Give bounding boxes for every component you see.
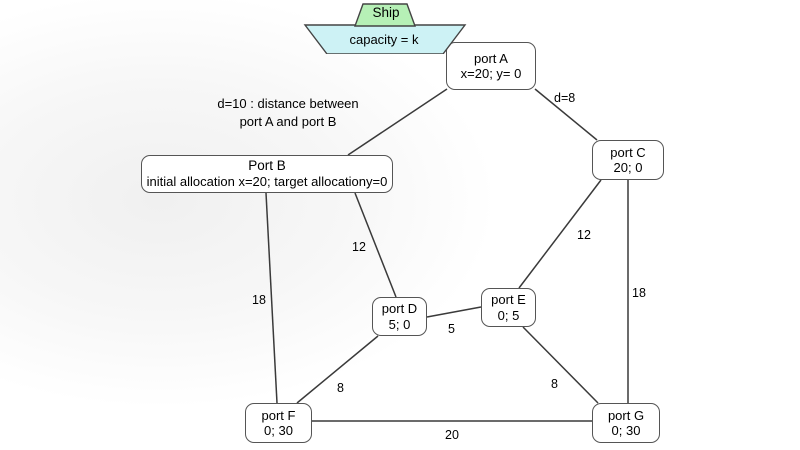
node-port-b-name: Port B — [248, 158, 286, 174]
edge-d-f — [296, 335, 379, 404]
edge-label-b-f: 18 — [252, 293, 266, 307]
edge-d-e — [426, 306, 482, 318]
node-port-c[interactable]: port C 20; 0 — [592, 140, 664, 180]
edge-label-d-e: 5 — [448, 322, 455, 336]
node-port-d[interactable]: port D 5; 0 — [372, 297, 427, 336]
node-port-d-name: port D — [381, 301, 418, 317]
node-port-a-values: x=20; y= 0 — [460, 66, 522, 81]
node-port-c-name: port C — [610, 144, 646, 160]
node-port-f-name: port F — [261, 407, 296, 423]
node-port-d-values: 5; 0 — [388, 316, 411, 332]
node-port-e[interactable]: port E 0; 5 — [481, 288, 536, 327]
edge-c-e — [518, 179, 602, 289]
node-port-f[interactable]: port F 0; 30 — [245, 403, 312, 443]
node-port-e-values: 0; 5 — [497, 307, 520, 323]
ship-icon — [303, 3, 467, 54]
node-port-b[interactable]: Port B initial allocation x=20; target a… — [141, 155, 393, 193]
distance-annotation: d=10 : distance between port A and port … — [188, 95, 388, 130]
distance-annotation-line1: d=10 : distance between — [217, 96, 359, 111]
node-port-b-values: initial allocation x=20; target allocati… — [146, 174, 388, 190]
edge-label-d-f: 8 — [337, 381, 344, 395]
edge-label-f-g: 20 — [445, 428, 459, 442]
node-port-e-name: port E — [491, 292, 526, 308]
edge-b-d — [354, 192, 397, 298]
edge-label-e-g: 8 — [551, 377, 558, 391]
edge-label-b-d: 12 — [352, 240, 366, 254]
ship-name-label: Ship — [372, 5, 400, 20]
edge-label-c-e: 12 — [577, 228, 591, 242]
node-port-f-values: 0; 30 — [264, 423, 293, 438]
node-port-g-name: port G — [607, 407, 645, 423]
edge-label-c-g: 18 — [632, 286, 646, 300]
distance-annotation-line2: port A and port B — [239, 113, 337, 129]
edge-a-c — [534, 88, 598, 141]
edge-e-g — [522, 326, 599, 404]
edge-b-f — [265, 192, 278, 404]
node-port-g-values: 0; 30 — [611, 423, 641, 438]
ship-flag — [354, 3, 416, 27]
ship-capacity-label: capacity = k — [349, 32, 419, 47]
node-port-a[interactable]: port A x=20; y= 0 — [446, 42, 536, 90]
node-port-g[interactable]: port G 0; 30 — [592, 403, 660, 443]
edge-a-b — [347, 88, 448, 156]
node-port-c-values: 20; 0 — [613, 160, 643, 175]
edge-label-a-c: d=8 — [554, 91, 576, 105]
node-port-a-name: port A — [474, 50, 508, 66]
